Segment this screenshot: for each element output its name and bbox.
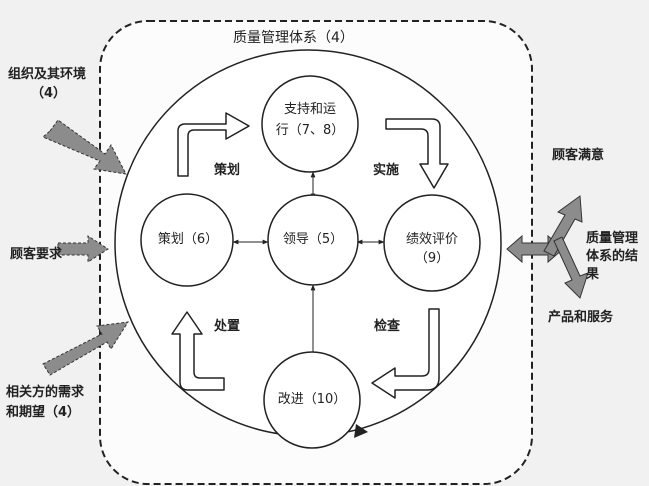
- output-arrow-products: [553, 236, 589, 299]
- node-evaluation-label-2: （9）: [414, 251, 450, 266]
- output-results-label-2: 体系的结: [586, 249, 639, 264]
- node-support-label-1: 支持和运: [283, 102, 336, 117]
- cycle-plan-label: 策划: [214, 163, 241, 178]
- input-arrow-org-context: [42, 119, 127, 175]
- input-interested-parties-label-2: 和期望（4）: [6, 405, 81, 420]
- input-customer-req-label: 顾客要求: [10, 247, 63, 262]
- input-arrow-interested-parties: [42, 321, 129, 376]
- cycle-act-label: 处置: [214, 319, 241, 334]
- input-interested-parties-label-1: 相关方的需求: [6, 385, 85, 400]
- input-org-context-label-2: （4）: [31, 86, 67, 101]
- input-org-context-label-1: 组织及其环境: [8, 67, 87, 82]
- node-leadership: [267, 194, 359, 286]
- do-arrow: [385, 118, 449, 189]
- node-support: [261, 75, 359, 173]
- node-planning-label: 策划（6）: [157, 232, 219, 247]
- output-results-label-1: 质量管理: [586, 231, 639, 246]
- node-leadership-label: 领导（5）: [282, 232, 344, 247]
- output-satisfaction-label: 顾客满意: [552, 148, 605, 163]
- input-arrow-customer-req: [57, 235, 109, 263]
- check-arrow: [371, 308, 440, 399]
- system-title: 质量管理体系（4）: [233, 30, 354, 46]
- circle-arrowhead: [354, 424, 368, 438]
- act-arrow: [171, 311, 225, 391]
- cycle-do-label: 实施: [373, 163, 400, 178]
- node-improvement-label: 改进（10）: [277, 392, 347, 407]
- plan-arrow: [177, 112, 250, 177]
- node-support-label-2: 行（7、8）: [275, 123, 345, 138]
- output-products-label: 产品和服务: [548, 310, 614, 325]
- node-evaluation-label-1: 绩效评价: [405, 232, 458, 247]
- cycle-check-label: 检查: [374, 319, 401, 334]
- node-improvement: [263, 351, 361, 449]
- node-evaluation: [383, 194, 481, 292]
- node-planning: [140, 193, 234, 287]
- output-results-label-3: 果: [586, 267, 600, 282]
